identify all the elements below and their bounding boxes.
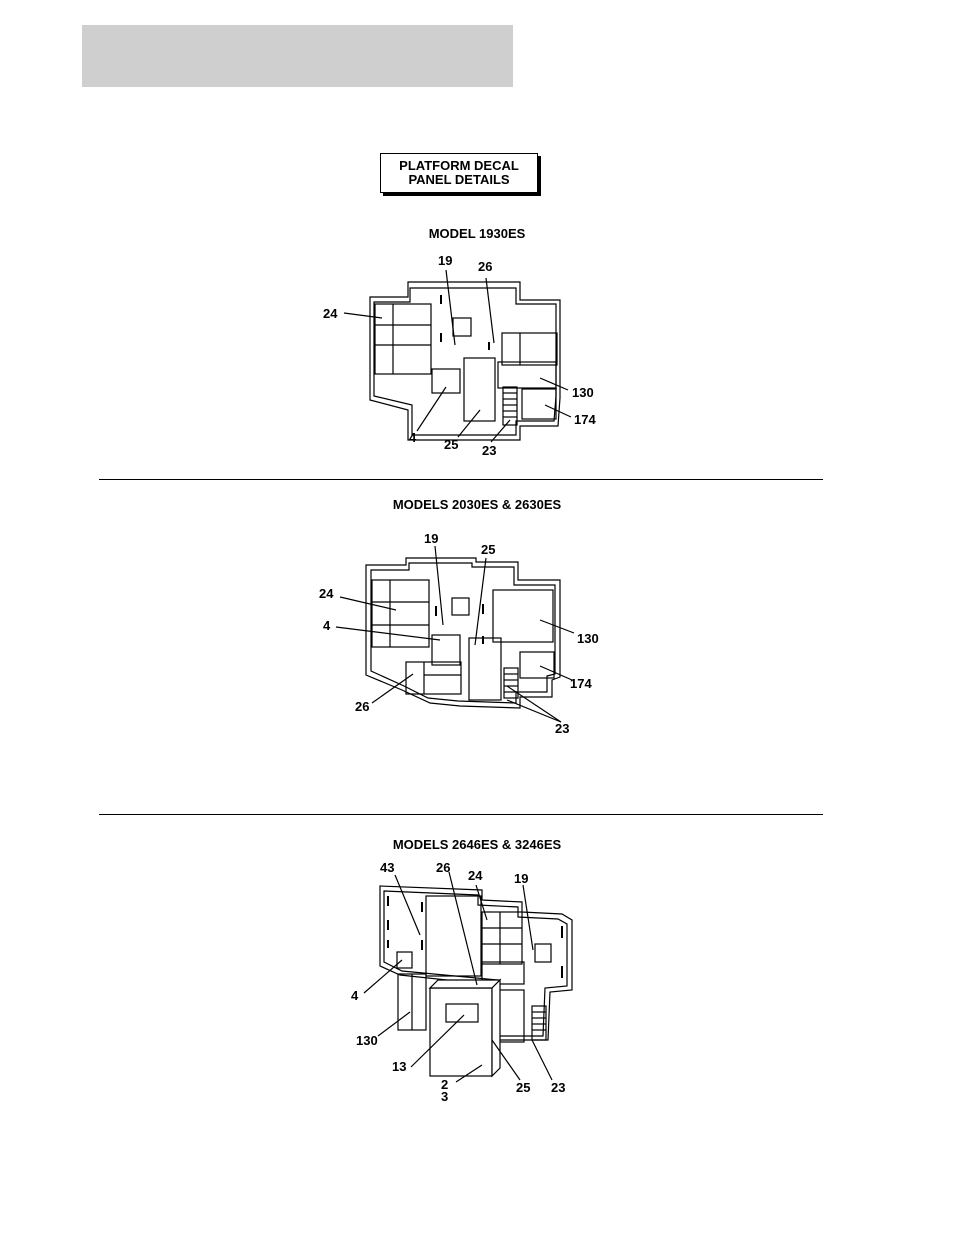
callout-13: 13 (392, 1059, 406, 1074)
callout-19: 19 (514, 871, 528, 886)
callout-43: 43 (380, 860, 394, 875)
decal-24 (482, 912, 522, 964)
callout-25: 25 (516, 1080, 530, 1095)
callout-3: 3 (441, 1089, 448, 1104)
callout-130: 130 (356, 1033, 378, 1048)
callout-24: 24 (468, 868, 483, 883)
callout-23: 23 (551, 1080, 565, 1095)
decal-box (430, 988, 492, 1076)
callout-4: 4 (351, 988, 359, 1003)
decal-19 (535, 944, 551, 962)
decal-4 (397, 952, 412, 968)
callout-26: 26 (436, 860, 450, 875)
decal-43 (426, 896, 481, 976)
decal-25 (498, 990, 524, 1042)
